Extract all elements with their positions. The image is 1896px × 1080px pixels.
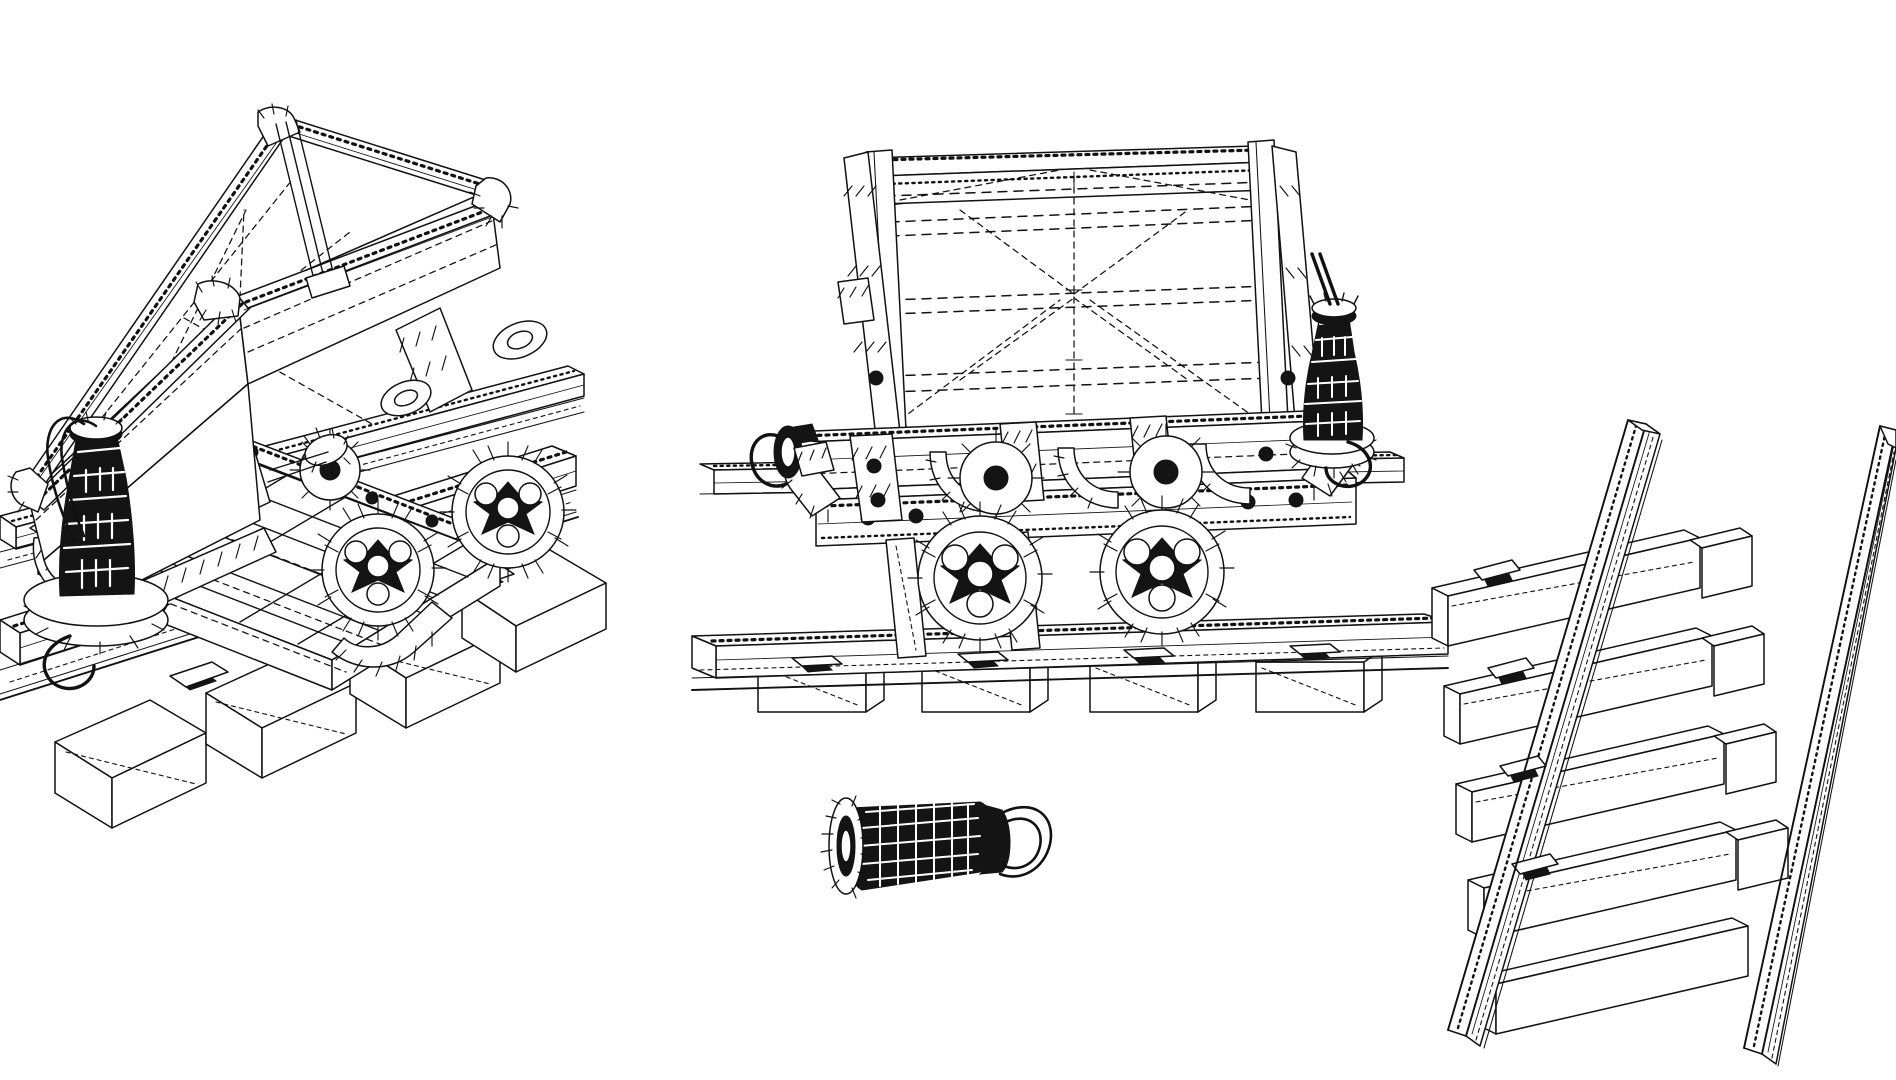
center-wagon-skip-body [867,145,1275,431]
center-wagon-buffer-right [1285,252,1377,488]
left-wagon-buffer [23,411,171,691]
loose-buffer-coupling [820,795,1053,899]
left-wagon [7,103,577,691]
center-wagon-wheel-2-rear [1117,423,1215,521]
center-wagon [749,139,1377,659]
right-track [1431,419,1896,1067]
center-wagon-wheel-1-front [907,501,1053,653]
left-skip-rim-rails [21,113,507,511]
right-track-rail-overlay [1447,419,1896,1055]
left-wagon-wheel-front-near [309,499,447,641]
center-wagon-wheel-2-front [1089,495,1235,647]
center-rail-near [691,613,1449,691]
center-wagon-buffer-left [749,423,835,488]
right-track-sleeper-caps [1689,527,1789,891]
center-wagon-wheel-1-rear [947,429,1045,527]
left-wagon-wheel-rear-near [439,441,577,583]
left-skip-brace-bars [275,119,351,299]
left-wagon-skip-body [7,103,519,615]
